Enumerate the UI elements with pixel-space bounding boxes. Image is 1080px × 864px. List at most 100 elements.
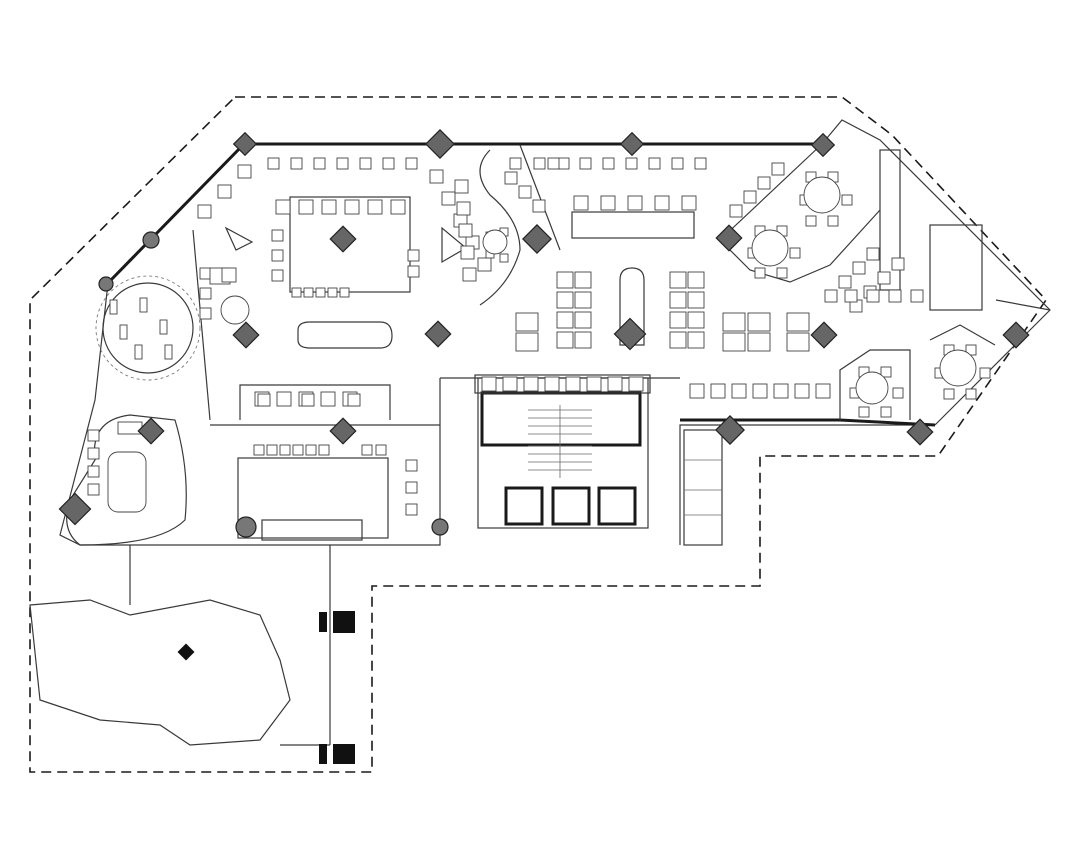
stair-treads (528, 405, 592, 478)
stair-core (477, 377, 723, 546)
chair-icon (557, 157, 570, 170)
chair-icon (361, 444, 373, 456)
chair-icon (159, 319, 168, 335)
chair-icon (877, 271, 891, 285)
chair-icon (271, 269, 284, 282)
chair-icon (320, 391, 336, 407)
chair-icon (509, 157, 522, 170)
chair-icon (574, 331, 592, 349)
chair-icon (375, 444, 387, 456)
chair-icon (532, 199, 546, 213)
chair-icon (731, 383, 747, 399)
chair-icon (771, 162, 785, 176)
chair-icon (710, 383, 726, 399)
round-table-icon (939, 349, 977, 387)
chair-icon (266, 444, 278, 456)
diamond-column-icon (319, 612, 327, 632)
chair-icon (625, 157, 638, 170)
chair-icon (815, 383, 831, 399)
chair-icon (747, 312, 771, 332)
chair-icon (574, 291, 592, 309)
chair-icon (943, 388, 955, 400)
chair-icon (602, 157, 615, 170)
diamond-column-icon (810, 321, 838, 349)
diamond-column-icon (333, 611, 355, 633)
chair-icon (87, 465, 100, 478)
elevator (551, 486, 591, 526)
chair-icon (669, 311, 687, 329)
chair-icon (303, 287, 314, 298)
chair-icon (271, 249, 284, 262)
chair-icon (965, 388, 977, 400)
chair-icon (805, 215, 817, 227)
diamond-column-icon (137, 417, 165, 445)
chair-icon (573, 195, 589, 211)
chair-icon (109, 299, 118, 315)
chair-icon (405, 459, 418, 472)
chair-icon (866, 247, 880, 261)
chair-icon (654, 195, 670, 211)
chair-icon (318, 444, 330, 456)
round-table-icon (751, 229, 789, 267)
chair-layer (87, 157, 991, 516)
chair-icon (789, 247, 801, 259)
round-column-icon (431, 518, 449, 536)
chair-icon (722, 332, 746, 352)
chair-icon (556, 331, 574, 349)
chair-icon (556, 311, 574, 329)
chair-icon (752, 383, 768, 399)
chair-icon (253, 444, 265, 456)
chair-icon (627, 195, 643, 211)
chair-icon (891, 257, 905, 271)
chair-icon (722, 312, 746, 332)
chair-icon (838, 275, 852, 289)
diamond-column-icon (424, 320, 452, 348)
chair-icon (217, 184, 232, 199)
chair-icon (292, 444, 304, 456)
chair-icon (502, 376, 518, 392)
chair-icon (313, 157, 326, 170)
chair-icon (773, 383, 789, 399)
chair-icon (687, 291, 705, 309)
round-column-icon (142, 231, 160, 249)
chair-icon (694, 157, 707, 170)
chair-icon (237, 164, 252, 179)
chair-icon (477, 257, 492, 272)
chair-icon (221, 267, 237, 283)
chair-icon (827, 215, 839, 227)
chair-icon (429, 169, 444, 184)
chair-icon (687, 271, 705, 289)
chair-icon (405, 157, 418, 170)
chair-icon (880, 366, 892, 378)
chair-icon (671, 157, 684, 170)
round-column-icon (98, 276, 114, 292)
chair-icon (757, 176, 771, 190)
chair-icon (600, 195, 616, 211)
chair-icon (199, 287, 212, 300)
chair-icon (344, 199, 360, 215)
chair-icon (515, 312, 539, 332)
chair-icon (267, 157, 280, 170)
chair-icon (786, 332, 810, 352)
chair-icon (841, 194, 853, 206)
diamond-column-icon (715, 415, 745, 445)
chair-icon (390, 199, 406, 215)
chair-icon (499, 253, 509, 263)
chair-icon (199, 267, 212, 280)
chair-icon (290, 157, 303, 170)
chair-icon (669, 331, 687, 349)
diamond-column-icon (319, 744, 327, 764)
chair-icon (586, 376, 602, 392)
chair-icon (462, 267, 477, 282)
chair-icon (858, 406, 870, 418)
diamond-column-icon (1002, 321, 1030, 349)
chair-icon (460, 245, 475, 260)
diamond-column-icon (906, 418, 934, 446)
chair-icon (824, 289, 838, 303)
chair-icon (910, 289, 924, 303)
chair-icon (866, 289, 880, 303)
chair-icon (275, 199, 291, 215)
chair-icon (119, 324, 128, 340)
chair-icon (628, 376, 644, 392)
